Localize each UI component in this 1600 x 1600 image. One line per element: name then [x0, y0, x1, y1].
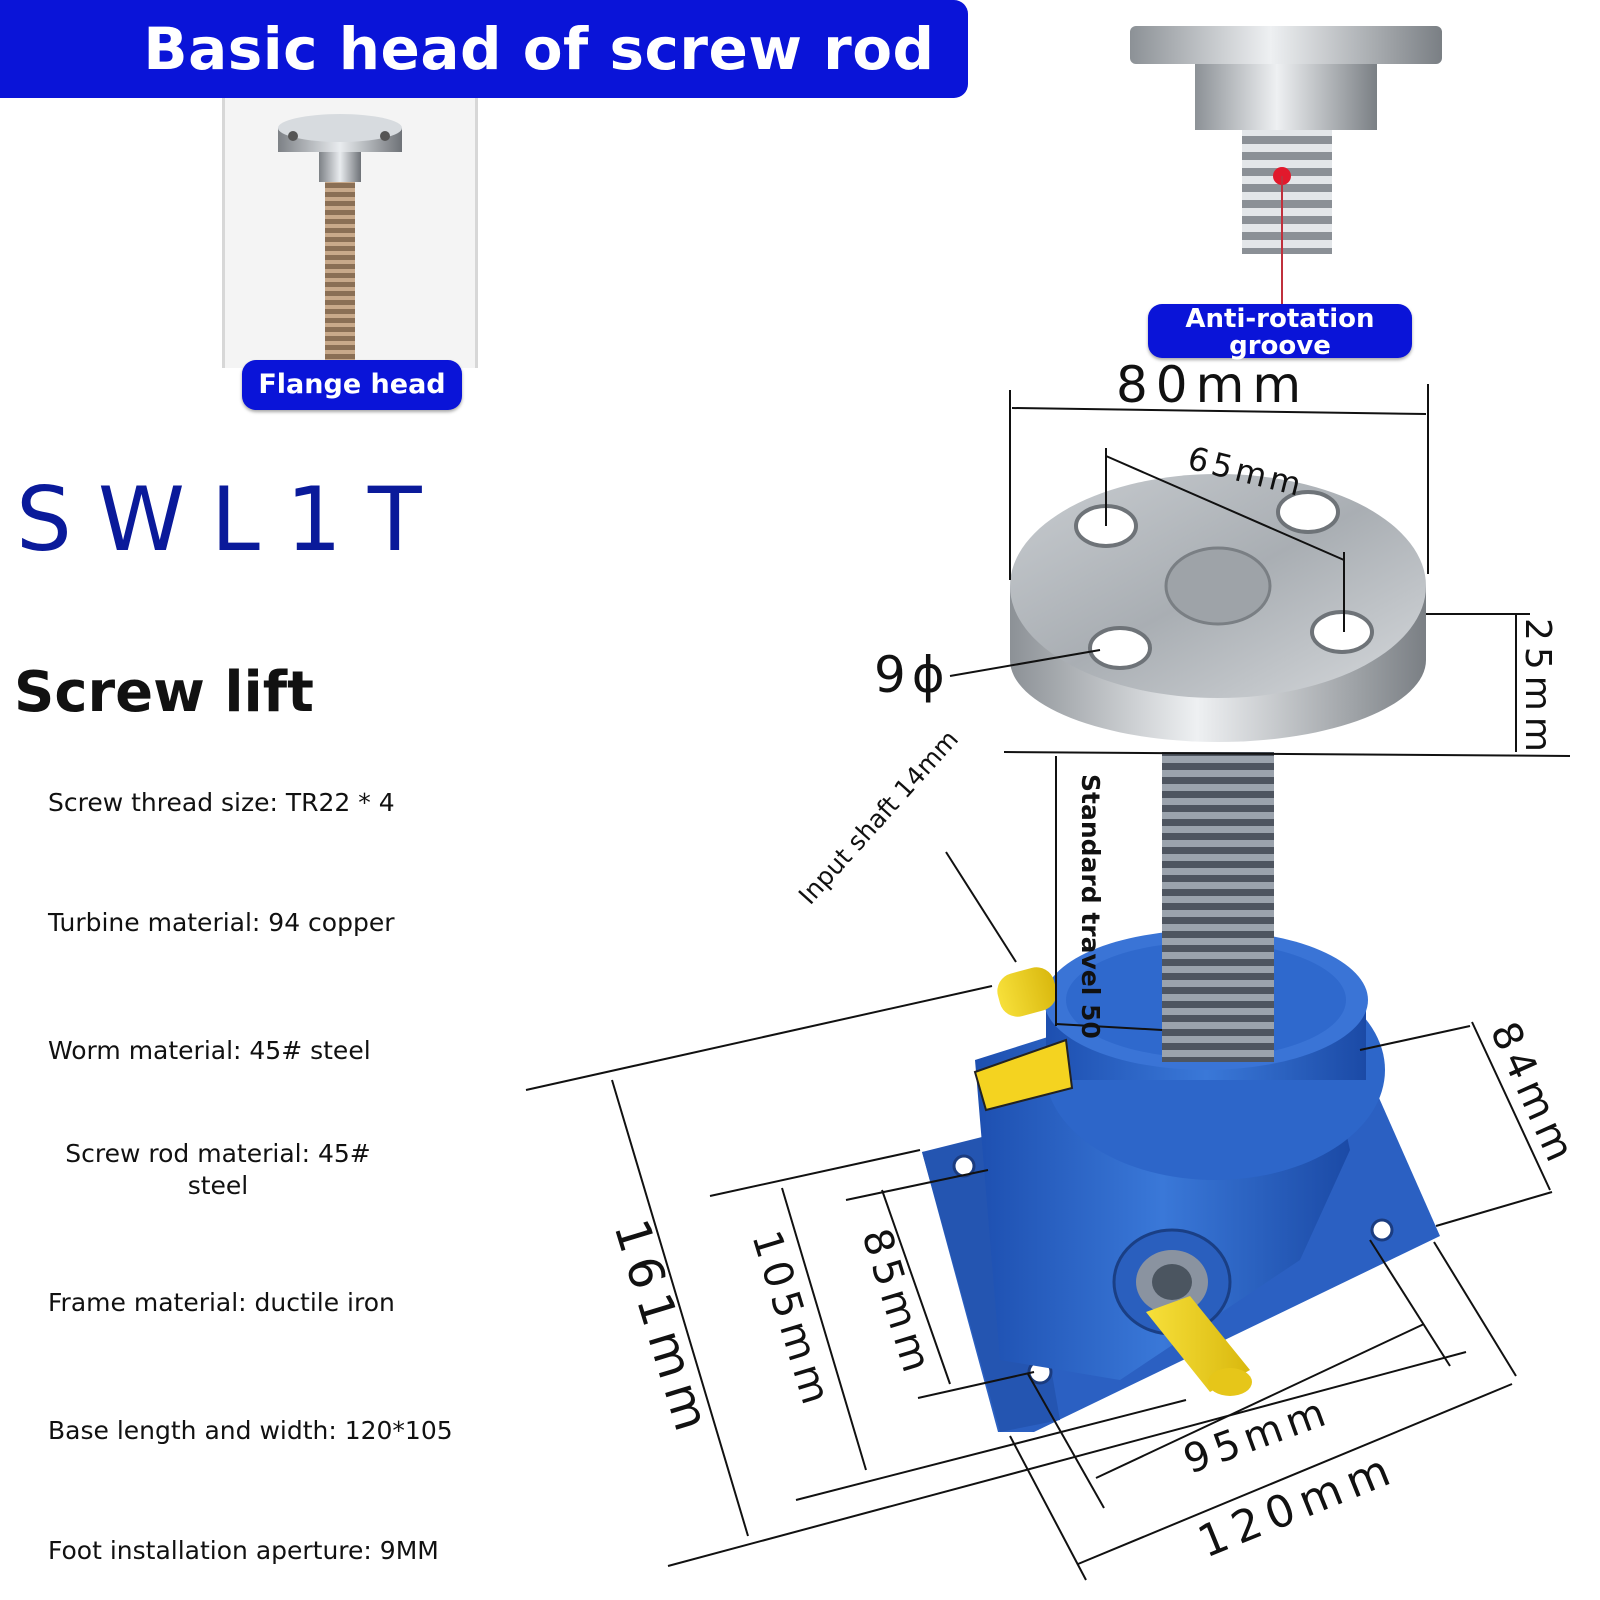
certificate-sticker: [973, 1038, 1074, 1112]
top-flange: [1010, 474, 1426, 742]
dim-hole: 9ϕ: [874, 646, 951, 704]
spec-thread: Screw thread size: TR22 * 4: [48, 788, 395, 817]
spec-screw-rod: Screw rod material: 45# steel: [65, 1139, 371, 1200]
anti-rotation-label: Anti-rotation groove: [1148, 304, 1412, 360]
product-name: Screw lift: [14, 660, 314, 725]
spec-frame: Frame material: ductile iron: [48, 1288, 395, 1317]
dim-total-height: 161mm: [603, 1213, 722, 1445]
dim-standard-travel: Standard travel 50: [1076, 774, 1105, 1039]
threaded-rod: [1162, 752, 1274, 1062]
dim-flange-thickness: 25mm: [1517, 618, 1558, 758]
flange-screw-illustration: [278, 114, 402, 362]
spec-foot-aperture: Foot installation aperture: 9MM: [48, 1536, 439, 1565]
anti-rotation-photo: [1130, 26, 1442, 304]
dim-input-shaft: Input shaft 14mm: [793, 725, 964, 910]
flange-photo-panel: [222, 98, 478, 368]
header-banner: Basic head of screw rod: [0, 0, 968, 98]
dim-base-width: 105mm: [742, 1225, 840, 1415]
dim-base-hole: 85mm: [852, 1223, 941, 1383]
header-title: Basic head of screw rod: [143, 15, 935, 83]
dim-flange-dia: 80mm: [1116, 356, 1309, 414]
spec-turbine: Turbine material: 94 copper: [48, 908, 395, 937]
dim-body-height: 84mm: [1481, 1015, 1585, 1173]
flange-head-label: Flange head: [242, 360, 462, 410]
model-number: SWL1T: [16, 468, 448, 571]
gearbox-body: [973, 930, 1385, 1380]
spec-worm: Worm material: 45# steel: [48, 1036, 371, 1065]
dimension-lines: [525, 384, 1571, 1581]
input-shaft: [997, 967, 1252, 1396]
spec-base: Base length and width: 120*105: [48, 1416, 453, 1445]
